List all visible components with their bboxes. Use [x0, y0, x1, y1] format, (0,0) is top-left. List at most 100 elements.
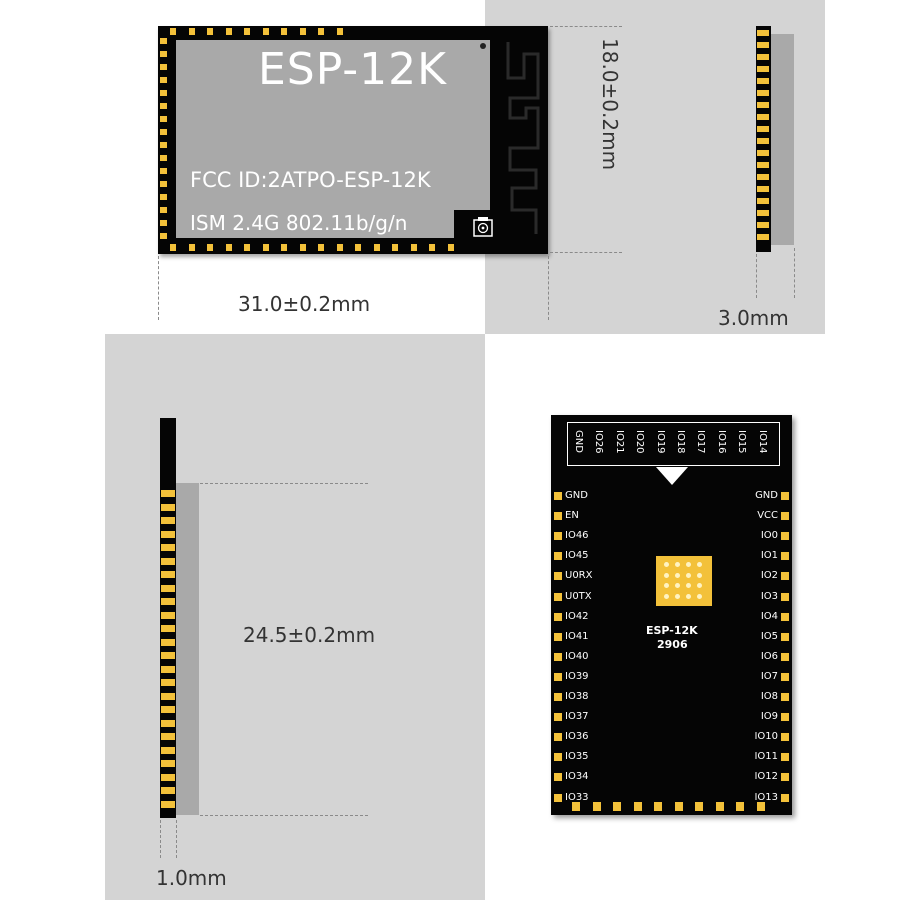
pin-label: IO17	[695, 430, 707, 454]
castellated-pad	[161, 746, 175, 754]
top-pin-label-box	[567, 422, 780, 466]
castellated-pad	[188, 244, 195, 251]
castellated-pad	[207, 28, 213, 35]
pcb-thickness-label: 1.0mm	[156, 866, 227, 890]
castellated-pad	[757, 150, 769, 156]
pin-label: IO13	[754, 791, 778, 803]
bottom-pad-left	[554, 753, 562, 762]
fcc-id-label: FCC ID:2ATPO-ESP-12K	[190, 168, 431, 192]
bottom-pad-right	[781, 492, 789, 500]
ism-spec-label: ISM 2.4G 802.11b/g/n	[190, 211, 408, 235]
castellated-pad	[161, 611, 175, 619]
bottom-pad-left	[554, 592, 562, 601]
height-guide-top	[550, 26, 622, 27]
bottom-pad-edge	[674, 802, 683, 811]
castellated-pad	[161, 530, 175, 538]
castellated-pad	[161, 652, 175, 659]
castellated-pad	[161, 760, 175, 767]
bottom-pad-right	[781, 693, 789, 701]
bottom-pad-right	[781, 632, 789, 641]
bottom-pad-left	[554, 672, 562, 681]
pcb-thickness-guide-right	[176, 820, 177, 858]
castellated-pad	[160, 90, 167, 96]
thermal-via	[675, 572, 680, 578]
bottom-marking-model: ESP-12K	[646, 624, 698, 637]
castellated-pad	[757, 174, 769, 180]
castellated-pad	[160, 142, 167, 148]
castellated-pad	[757, 186, 769, 192]
bottom-pad-right	[781, 793, 789, 802]
castellated-pad	[244, 244, 250, 251]
module-model-label: ESP-12K	[258, 44, 448, 95]
castellated-pad	[757, 198, 769, 204]
castellated-pad	[299, 244, 306, 251]
bottom-pad-right	[781, 612, 789, 621]
bottom-marking-code: 2906	[657, 638, 688, 651]
pin-label: GND	[565, 490, 588, 501]
pin-label: IO6	[760, 650, 778, 662]
castellated-pad	[757, 234, 769, 240]
module-width-label: 31.0±0.2mm	[238, 292, 371, 316]
bottom-pad-left	[554, 793, 562, 802]
castellated-pad	[447, 244, 454, 251]
thermal-via	[664, 593, 669, 599]
pin-label: IO41	[565, 630, 589, 642]
castellated-pad	[161, 625, 175, 632]
bottom-pad-right	[781, 532, 789, 541]
castellated-pad	[160, 51, 167, 57]
bottom-pad-edge	[736, 802, 744, 811]
pcb-antenna	[506, 42, 540, 234]
thermal-via	[686, 593, 691, 599]
castellated-pad	[318, 28, 324, 35]
castellated-pad	[161, 598, 175, 605]
pin-label: IO20	[634, 430, 646, 454]
pin-label: IO14	[756, 430, 768, 454]
castellated-pad	[161, 571, 175, 578]
pin-label: IO46	[565, 530, 589, 542]
bottom-pad-edge	[592, 802, 601, 811]
bottom-pad-right	[781, 733, 789, 742]
castellated-pad	[161, 679, 175, 686]
castellated-pad	[161, 490, 175, 497]
thermal-via	[697, 593, 702, 599]
castellated-pad	[160, 155, 167, 161]
bottom-pad-left	[554, 713, 562, 722]
bottom-pad-edge	[633, 802, 642, 811]
bottom-pad-right	[781, 512, 789, 521]
thermal-via	[697, 562, 702, 567]
bottom-pad-right	[781, 592, 789, 601]
castellated-pad	[160, 116, 167, 122]
castellated-pad	[262, 244, 269, 251]
pin-label: IO15	[736, 430, 748, 454]
thermal-via	[686, 572, 691, 578]
pin-label: IO18	[675, 430, 686, 454]
castellated-pad	[161, 584, 175, 592]
castellated-pad	[188, 28, 195, 35]
castellated-pad	[161, 787, 175, 794]
width-guide-right	[548, 256, 549, 320]
pin-label: IO39	[565, 670, 589, 682]
pin-label: IO10	[754, 731, 778, 743]
thermal-via	[686, 583, 691, 588]
castellated-pad	[160, 38, 167, 44]
thermal-via	[664, 572, 669, 578]
castellated-pad	[161, 557, 175, 565]
thermal-via	[686, 562, 691, 567]
castellated-pad	[262, 28, 269, 35]
thermal-via	[675, 593, 680, 599]
thermal-via	[697, 572, 702, 578]
bottom-pad-left	[554, 733, 562, 742]
bottom-pad-edge	[613, 802, 621, 811]
castellated-pad	[757, 30, 769, 36]
castellated-pad	[757, 138, 769, 144]
castellated-pad	[161, 733, 175, 740]
pin-label: GND	[573, 430, 584, 453]
pin-label: IO5	[760, 630, 778, 642]
bottom-pad-left	[554, 572, 562, 581]
pin-label: IO36	[565, 731, 589, 743]
bottom-pad-left	[554, 512, 562, 521]
bottom-pad-left	[554, 492, 562, 500]
edge-shield	[176, 483, 199, 815]
pin-label: IO9	[760, 711, 778, 723]
thermal-via	[675, 562, 680, 567]
